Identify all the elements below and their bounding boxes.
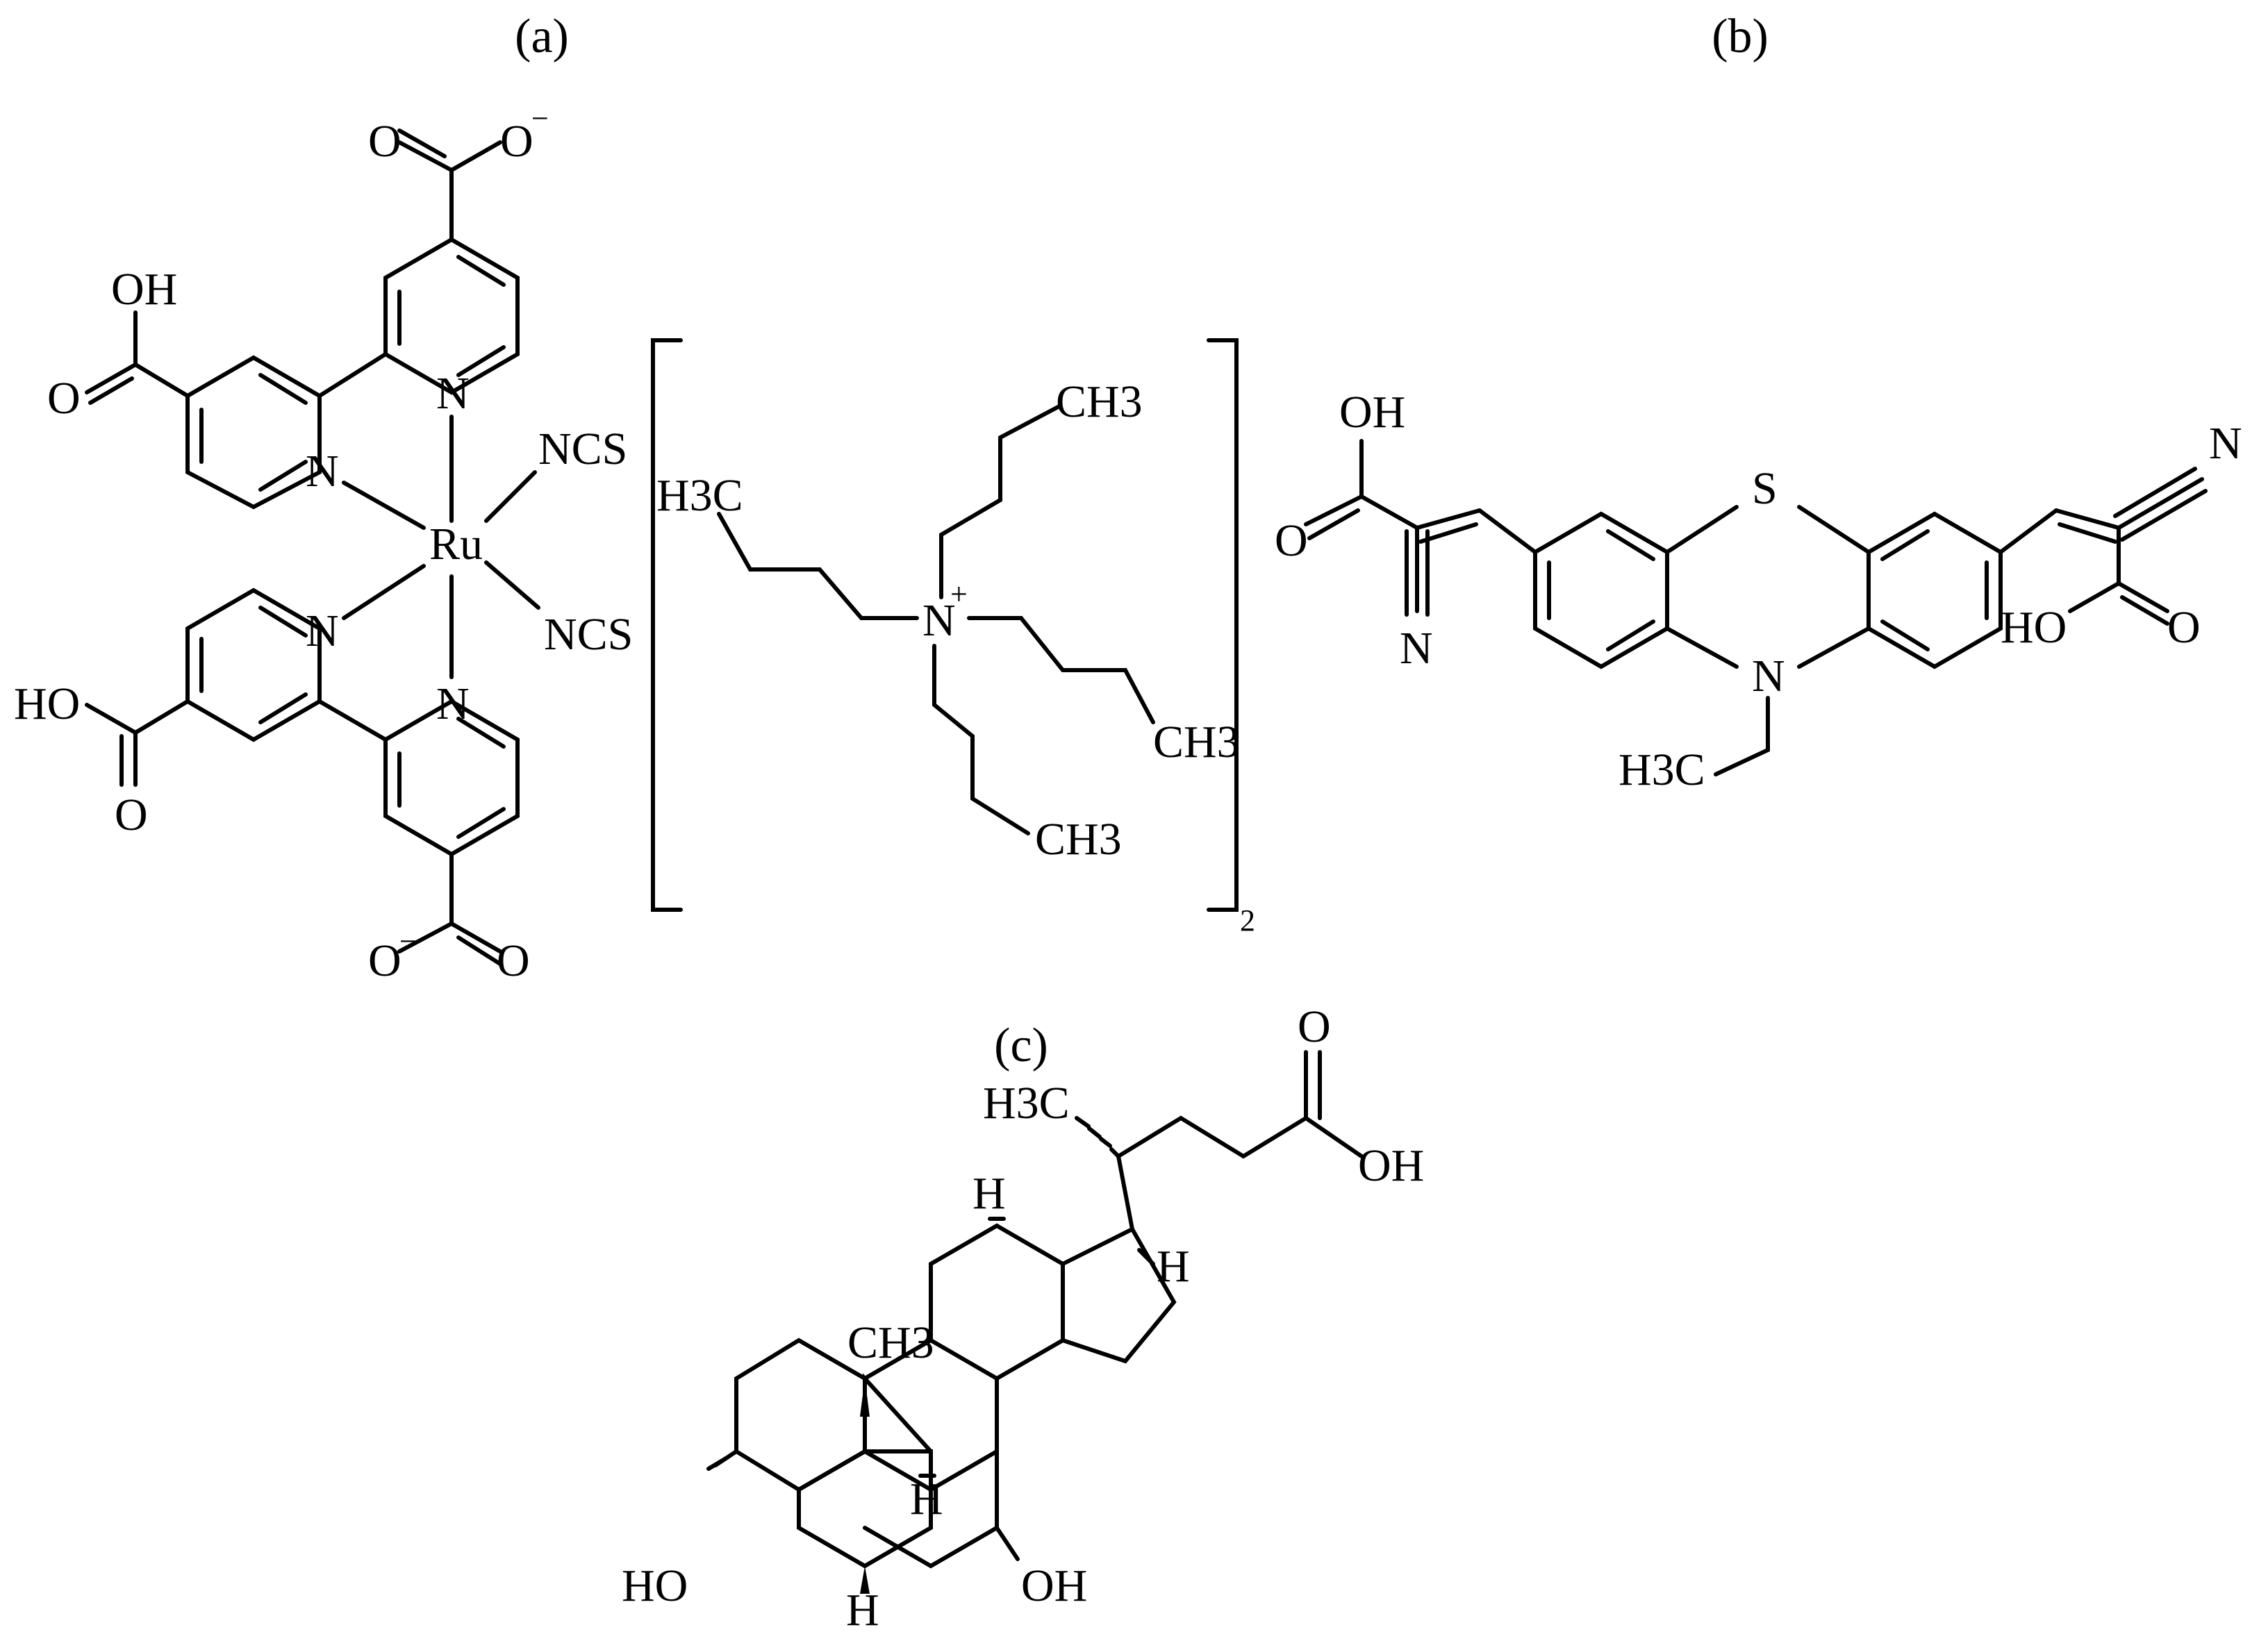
counterion-ch3-right: CH3 xyxy=(1153,717,1240,767)
c12-h: H xyxy=(972,1168,1006,1219)
chenodeoxycholic-acid-structure: O OH H3C H H CH3 H H HO OH xyxy=(622,1001,1424,1635)
c5-h-wedge xyxy=(860,1566,870,1594)
acid-oh: OH xyxy=(1358,1140,1424,1191)
right-cyano-n: N xyxy=(2209,418,2242,469)
lower-carboxylate-o-minus: O xyxy=(368,935,402,986)
upper-cooh-oh: OH xyxy=(111,264,177,315)
phenothiazine-n: N xyxy=(1752,651,1785,701)
counterion-ch3-bottom: CH3 xyxy=(1035,814,1122,865)
upper-right-ring-n: N xyxy=(436,368,470,419)
panel-label-b: (b) xyxy=(1712,10,1769,63)
upper-carboxylate-o-minus: O xyxy=(500,116,533,167)
phenothiazine-s: S xyxy=(1752,463,1778,514)
c17-h: H xyxy=(1157,1241,1190,1292)
upper-left-pyridine-ring xyxy=(185,355,322,510)
lower-left-pyridine-ring xyxy=(185,588,322,742)
side-chain-methyl-hash xyxy=(1075,1116,1120,1158)
acid-carbonyl-o: O xyxy=(1298,1001,1331,1052)
c3-ho: HO xyxy=(622,1560,688,1611)
tetrabutylammonium-counterion: 2 N + CH3 H3C CH3 CH3 xyxy=(651,338,1255,938)
counterion-h3c-left: H3C xyxy=(656,470,743,521)
ammonium-n: N xyxy=(922,595,956,646)
left-acid-o: O xyxy=(1275,515,1308,566)
upper-minus-sign: − xyxy=(531,101,549,135)
ethyl-h3c: H3C xyxy=(1619,744,1705,795)
panel-label-a: (a) xyxy=(515,10,569,63)
angular-ch3: CH3 xyxy=(847,1317,934,1368)
lower-carboxylate-o: O xyxy=(497,935,530,986)
c7-oh: OH xyxy=(1021,1560,1087,1611)
right-acid-ho: HO xyxy=(2001,602,2067,653)
lower-minus-sign: − xyxy=(399,924,417,958)
upper-cooh-o: O xyxy=(47,373,81,424)
lower-right-ring-n: N xyxy=(436,678,470,729)
counterion-ch3-top: CH3 xyxy=(1056,376,1143,427)
upper-left-ring-n: N xyxy=(306,446,339,497)
ncs-ligand-lower: NCS xyxy=(544,609,633,660)
upper-carboxylate-o: O xyxy=(368,116,402,167)
ncs-ligand-upper: NCS xyxy=(538,424,627,474)
right-acid-o: O xyxy=(2167,602,2201,653)
ru-atom: Ru xyxy=(429,519,483,569)
panel-label-c: (c) xyxy=(994,1019,1048,1072)
ammonium-plus: + xyxy=(950,577,968,611)
phenothiazine-dye-structure: S N H3C OH O N N HO O xyxy=(1275,387,2242,795)
counterion-multiplier: 2 xyxy=(1240,903,1255,938)
side-chain-h3c: H3C xyxy=(983,1078,1070,1128)
c9-h: H xyxy=(910,1474,943,1524)
angular-methyl-wedge xyxy=(860,1378,870,1417)
lower-left-ring-n: N xyxy=(306,606,339,656)
left-acid-oh: OH xyxy=(1339,387,1405,438)
lower-cooh-o: O xyxy=(115,790,148,840)
ru-complex-structure: O O − OH O N N Ru NCS NCS xyxy=(14,101,1255,986)
left-cyano-n: N xyxy=(1400,623,1433,674)
lower-cooh-ho: HO xyxy=(14,678,80,729)
